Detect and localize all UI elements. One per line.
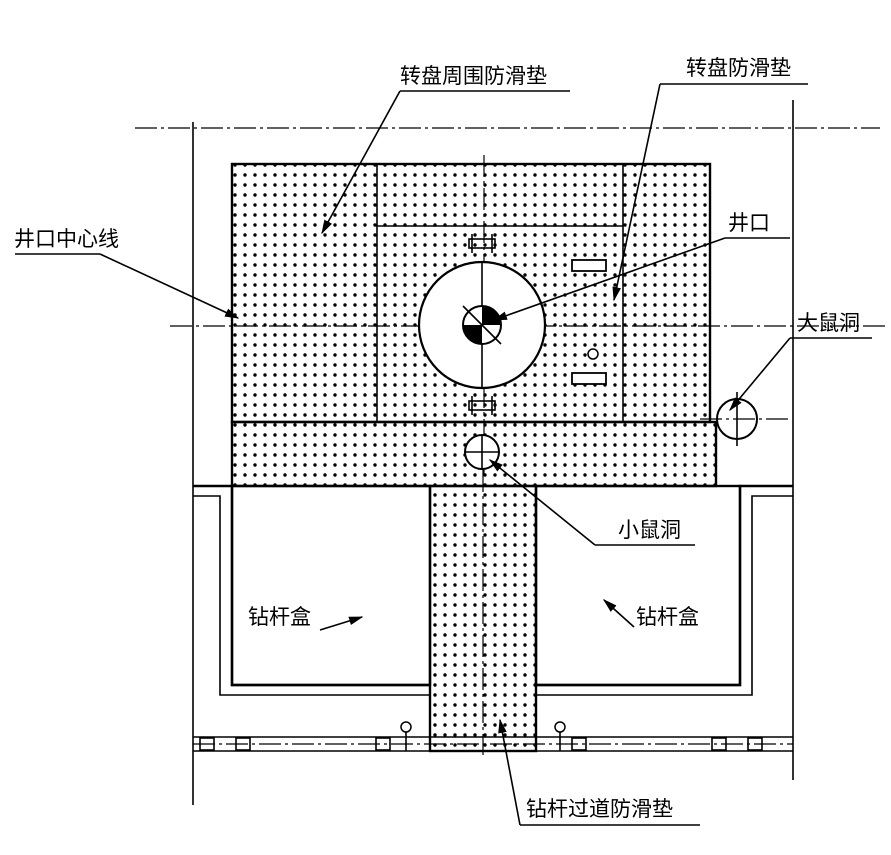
label-turntable-mat: 转盘防滑垫 [686,56,791,80]
pipe-walkway-mat [428,470,538,755]
pipe-box-left-outline [193,484,432,696]
label-pipe-walkway-mat: 钻杆过道防滑垫 [526,797,673,821]
label-mousehole: 小鼠洞 [618,518,681,542]
rathole-circle [700,392,790,446]
turntable-fixtures [571,259,607,385]
clamp-symbols [468,234,496,415]
label-turntable-surround-mat: 转盘周围防滑垫 [400,64,547,88]
bottom-rail [193,721,793,752]
label-well-centerline: 井口中心线 [14,227,119,251]
wellhead-circle [462,305,502,345]
label-rathole: 大鼠洞 [797,311,860,335]
label-pipe-box-right: 钻杆盒 [636,605,699,629]
pipe-box-right-outline [534,484,793,696]
leader-lines [15,83,872,826]
label-pipe-box-left: 钻杆盒 [248,605,311,629]
label-wellhead: 井口 [728,211,770,235]
